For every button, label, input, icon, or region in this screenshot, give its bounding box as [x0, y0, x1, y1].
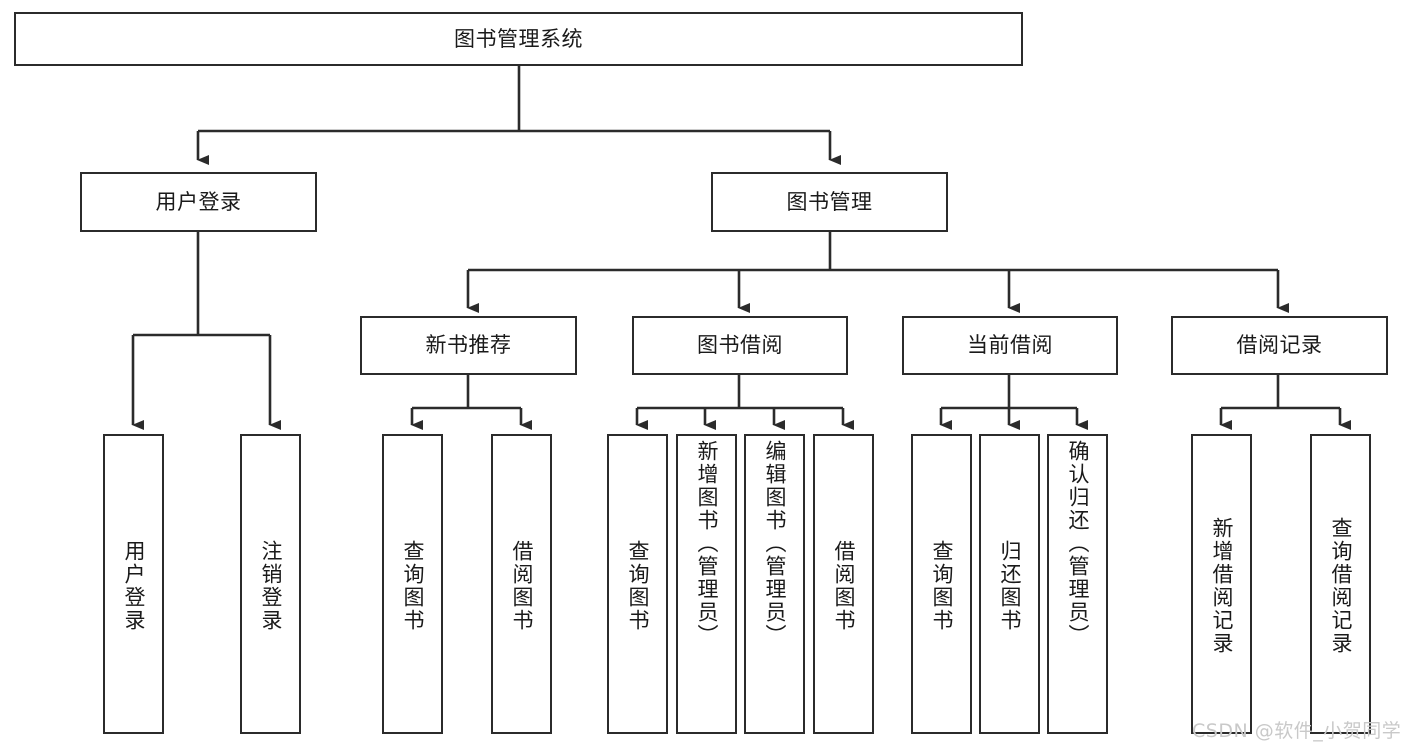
node-borrow-record[interactable]: 借阅记录: [1171, 316, 1388, 375]
leaf-user-login-logout[interactable]: 注销登录: [240, 434, 301, 734]
node-label: 当前借阅: [967, 333, 1053, 358]
node-label: 查询图书: [626, 540, 650, 632]
node-user-login[interactable]: 用户登录: [80, 172, 317, 232]
node-label: 图书借阅: [697, 333, 783, 358]
leaf-current-borrow-query-book[interactable]: 查询图书: [911, 434, 972, 734]
node-new-book-recommend[interactable]: 新书推荐: [360, 316, 577, 375]
node-label: 查询图书: [401, 540, 425, 632]
leaf-user-login-login[interactable]: 用户登录: [103, 434, 164, 734]
leaf-current-borrow-confirm-return-admin[interactable]: 确认归还（管理员）: [1047, 434, 1108, 734]
node-root-book-management-system[interactable]: 图书管理系统: [14, 12, 1023, 66]
node-label: 查询图书: [930, 540, 954, 632]
node-book-borrow[interactable]: 图书借阅: [632, 316, 848, 375]
node-current-borrow[interactable]: 当前借阅: [902, 316, 1118, 375]
leaf-book-borrow-borrow-book[interactable]: 借阅图书: [813, 434, 874, 734]
leaf-current-borrow-return-book[interactable]: 归还图书: [979, 434, 1040, 734]
node-label: 新增借阅记录: [1210, 517, 1234, 655]
node-label: 新书推荐: [425, 333, 512, 358]
leaf-book-borrow-edit-book-admin[interactable]: 编辑图书（管理员）: [744, 434, 805, 734]
node-label: 归还图书: [998, 540, 1022, 632]
node-label: 编辑图书（管理员）: [763, 440, 787, 647]
node-label: 图书管理系统: [454, 26, 583, 51]
leaf-new-book-query-book[interactable]: 查询图书: [382, 434, 443, 734]
node-book-management[interactable]: 图书管理: [711, 172, 948, 232]
leaf-borrow-record-query-record[interactable]: 查询借阅记录: [1310, 434, 1371, 734]
leaf-book-borrow-add-book-admin[interactable]: 新增图书（管理员）: [676, 434, 737, 734]
node-label: 查询借阅记录: [1329, 517, 1353, 655]
node-label: 用户登录: [122, 540, 146, 632]
node-label: 借阅图书: [510, 540, 534, 632]
node-label: 借阅图书: [832, 540, 856, 632]
node-label: 确认归还（管理员）: [1066, 440, 1090, 647]
leaf-new-book-borrow-book[interactable]: 借阅图书: [491, 434, 552, 734]
node-label: 用户登录: [155, 189, 242, 214]
leaf-book-borrow-query-book[interactable]: 查询图书: [607, 434, 668, 734]
node-label: 注销登录: [259, 540, 283, 632]
node-label: 借阅记录: [1236, 333, 1323, 358]
node-label: 新增图书（管理员）: [695, 440, 719, 647]
leaf-borrow-record-add-record[interactable]: 新增借阅记录: [1191, 434, 1252, 734]
node-label: 图书管理: [786, 189, 873, 214]
